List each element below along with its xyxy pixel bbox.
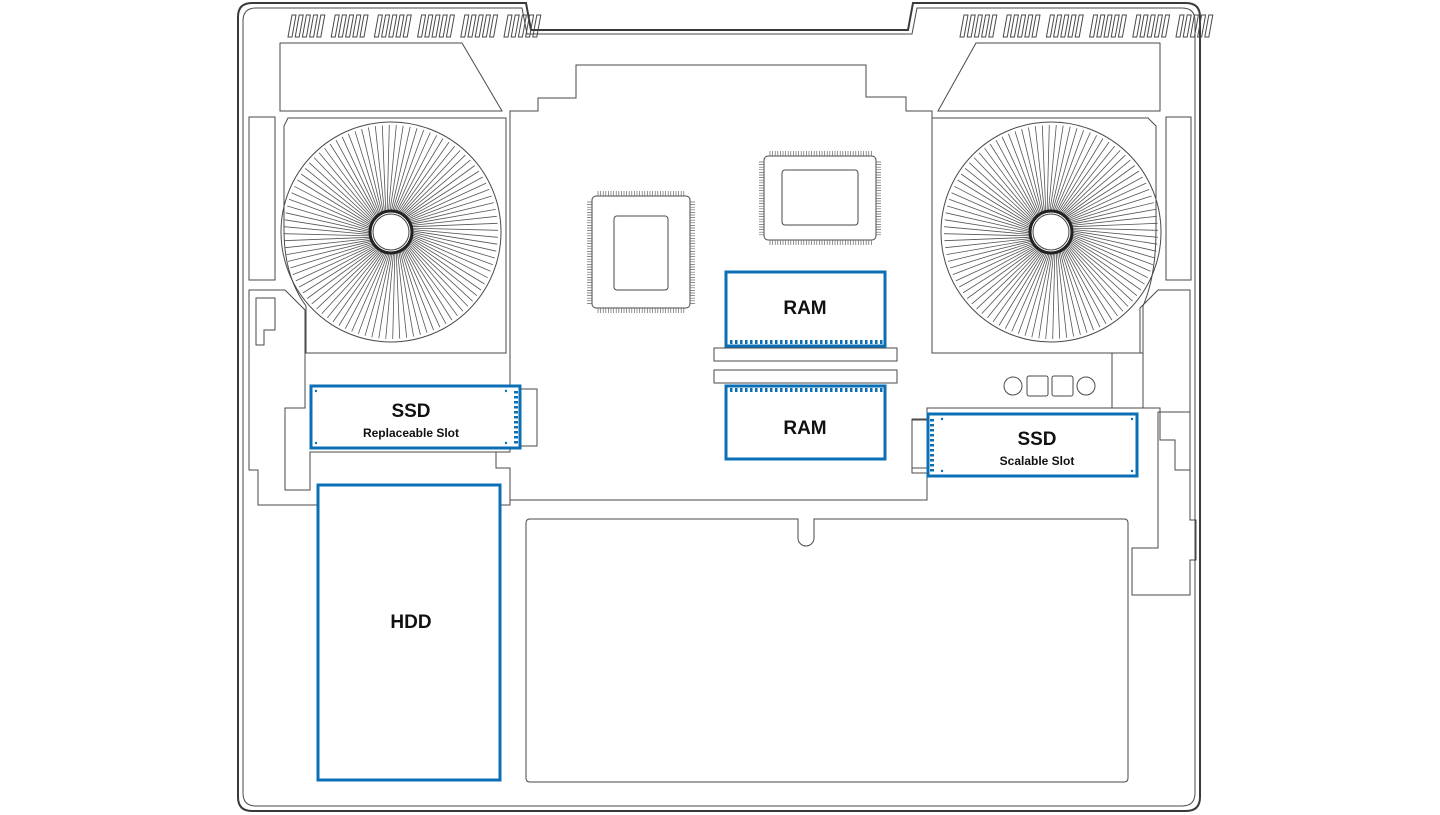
side-rail-right-top xyxy=(1165,116,1192,281)
ssd-scalable-slot: SSD Scalable Slot xyxy=(926,412,1139,478)
ssd-right-sublabel: Scalable Slot xyxy=(1000,454,1075,468)
vent-right xyxy=(959,14,1214,38)
ssd-left-connector xyxy=(519,388,538,447)
ram-module-bottom: RAM xyxy=(724,384,887,461)
cpu-chip xyxy=(587,191,695,313)
ssd-right-label: SSD xyxy=(1017,429,1056,450)
ssd-replaceable-slot: SSD Replaceable Slot xyxy=(309,384,522,450)
vent-left xyxy=(287,14,542,38)
side-bracket-left-inner xyxy=(255,297,276,346)
ssd-left-label: SSD xyxy=(391,401,430,422)
chassis-inner-outline xyxy=(242,7,1196,807)
ram-bottom-label: RAM xyxy=(783,418,826,439)
ram-slot-connector-bottom xyxy=(713,369,898,384)
heatsink-right xyxy=(937,42,1161,112)
ssd-right-connector xyxy=(911,418,930,474)
fan-left xyxy=(280,121,502,343)
side-rail-left-top xyxy=(248,116,276,281)
fan-right xyxy=(940,121,1162,343)
ram-module-top: RAM xyxy=(724,270,887,348)
chassis-outline xyxy=(237,2,1201,812)
port-cluster xyxy=(1003,375,1096,397)
side-rail-right-bottom xyxy=(1131,411,1197,596)
side-bracket-left xyxy=(248,289,511,506)
ram-slot-connector-top xyxy=(713,347,898,362)
gpu-chip xyxy=(759,151,881,245)
hdd-bay: HDD xyxy=(316,483,502,782)
ram-top-label: RAM xyxy=(783,298,826,319)
ssd-left-sublabel: Replaceable Slot xyxy=(363,426,459,440)
heatsink-left xyxy=(279,42,503,112)
hdd-label: HDD xyxy=(390,612,431,633)
battery-compartment xyxy=(525,518,1129,783)
